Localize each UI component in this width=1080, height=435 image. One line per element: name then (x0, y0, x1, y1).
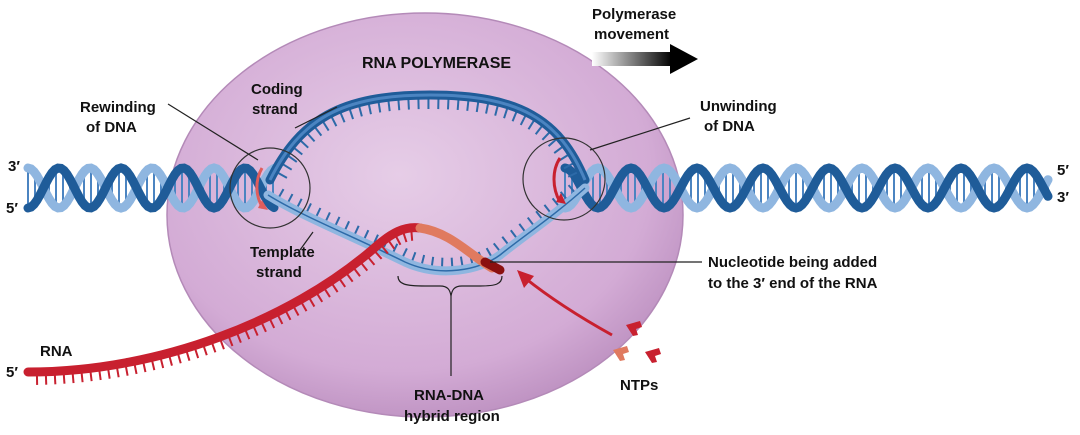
rewinding-rotation-icon (255, 167, 268, 210)
hybrid-region-label-2: hybrid region (404, 408, 500, 425)
rewinding-site-circle (229, 147, 311, 229)
rna-polymerase-title: RNA POLYMERASE (362, 55, 511, 72)
template-strand (263, 183, 590, 276)
coding-strand-label-2: strand (252, 101, 298, 118)
ntps-label: NTPs (620, 377, 658, 394)
template-strand-label-1: Template (250, 244, 315, 261)
right-bottom-end-label: 3′ (1057, 189, 1069, 206)
hybrid-region-label-1: RNA-DNA (414, 387, 484, 404)
nucleotide-added-label-1: Nucleotide being added (708, 254, 877, 271)
unwinding-rotation-icon (552, 157, 566, 204)
left-bottom-end-label: 5′ (6, 200, 18, 217)
unwinding-label-1: Unwinding (700, 98, 777, 115)
coding-strand-label-1: Coding (251, 81, 303, 98)
rna-polymerase-body (166, 12, 684, 418)
rewinding-label-2: of DNA (86, 119, 137, 136)
ntp-incoming-arrow (517, 270, 613, 337)
left-top-end-label: 3′ (8, 158, 20, 175)
coding-strand (265, 90, 590, 185)
ntp-molecules (613, 321, 661, 363)
polymerase-movement-label-1: Polymerase (592, 6, 676, 23)
rna-end-label: 5′ (6, 364, 18, 381)
polymerase-movement-arrow (592, 44, 698, 74)
polymerase-movement-label-2: movement (594, 26, 669, 43)
template-strand-label-2: strand (256, 264, 302, 281)
unwinding-site-circle (522, 137, 606, 221)
rewinding-label-1: Rewinding (80, 99, 156, 116)
nucleotide-added-label-2: to the 3′ end of the RNA (708, 275, 878, 292)
dna-helix-left (23, 163, 279, 213)
dna-left-backbone-light (23, 163, 279, 213)
unwinding-label-2: of DNA (704, 118, 755, 135)
rna-label: RNA (40, 343, 73, 360)
rna-strand (23, 223, 505, 385)
right-top-end-label: 5′ (1057, 162, 1069, 179)
dna-left-backbone-dark (23, 163, 279, 213)
dna-right-backbone-dark (560, 163, 1053, 213)
